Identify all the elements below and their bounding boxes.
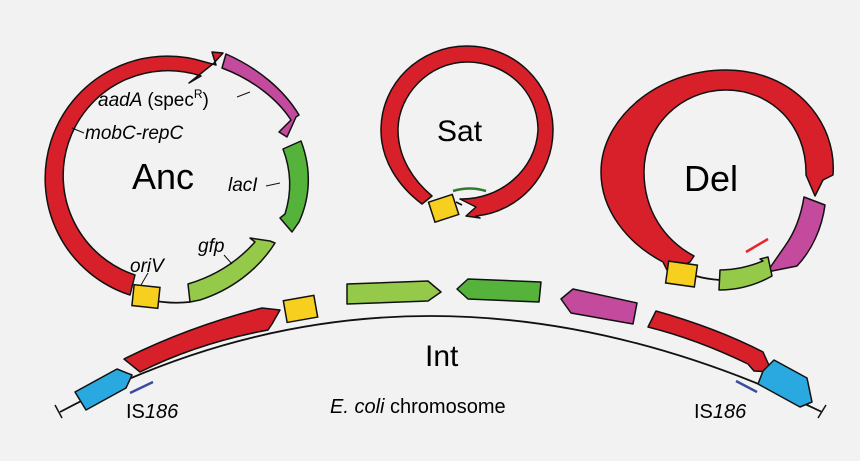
int-right-blue-mark bbox=[735, 379, 758, 394]
del-magenta-gene bbox=[766, 196, 826, 273]
int-magenta-gene bbox=[560, 288, 638, 325]
int-left-red-arrow bbox=[123, 307, 281, 373]
int-yellow-box bbox=[282, 294, 319, 324]
anc-gfp-gene bbox=[187, 237, 276, 303]
del-plasmid: Del bbox=[600, 69, 834, 291]
sat-red-arrow bbox=[380, 45, 554, 219]
sat-plasmid: Sat bbox=[380, 45, 554, 224]
int-left-end-cap bbox=[54, 404, 63, 419]
del-title: Del bbox=[684, 158, 738, 199]
int-dark-green-gene bbox=[456, 278, 542, 303]
anc-oriV-leader bbox=[140, 272, 149, 286]
del-red-arrow bbox=[600, 69, 834, 273]
del-red-mark bbox=[745, 237, 769, 254]
label-left-is186: IS186 bbox=[126, 401, 179, 423]
int-chromosome: Int IS186 IS186 E. coli chromosome bbox=[54, 278, 827, 423]
anc-mobC-leader bbox=[71, 127, 85, 134]
int-light-green-gene bbox=[346, 280, 442, 305]
label-lacI: lacI bbox=[228, 175, 258, 196]
label-ecoli-chromosome: E. coli chromosome bbox=[330, 396, 506, 418]
anc-aadA-gene bbox=[221, 53, 300, 138]
int-title: Int bbox=[425, 340, 459, 373]
sat-title: Sat bbox=[437, 115, 483, 148]
anc-aadA-mobC-arrow bbox=[44, 51, 224, 296]
del-green-gene bbox=[718, 256, 773, 291]
anc-lacI-gene bbox=[279, 140, 309, 233]
label-oriV: oriV bbox=[130, 256, 166, 277]
int-left-is186 bbox=[74, 368, 133, 411]
anc-oriV-box bbox=[131, 283, 161, 310]
anc-lacI-leader bbox=[265, 182, 281, 187]
int-backbone bbox=[59, 315, 823, 413]
label-mobC-repC: mobC-repC bbox=[85, 123, 183, 144]
anc-gfp-leader bbox=[223, 254, 233, 265]
label-right-is186: IS186 bbox=[694, 401, 747, 423]
int-left-blue-mark bbox=[129, 380, 154, 395]
int-right-red-arrow bbox=[647, 310, 773, 373]
anc-title: Anc bbox=[132, 156, 194, 197]
anc-aadA-leader bbox=[236, 91, 251, 98]
del-yellow-box bbox=[664, 260, 699, 288]
sat-backbone bbox=[455, 201, 463, 206]
int-right-end-cap bbox=[817, 404, 827, 419]
sat-green-mark bbox=[452, 187, 487, 193]
sat-yellow-box bbox=[427, 193, 460, 224]
label-gfp: gfp bbox=[198, 236, 224, 257]
anc-plasmid: Anc aadA(specR) mobC-repC lacI gfp oriV bbox=[44, 51, 309, 310]
label-aadA-spec: aadA(specR) bbox=[98, 87, 209, 111]
del-backbone bbox=[695, 275, 721, 281]
int-right-is186 bbox=[757, 359, 813, 408]
